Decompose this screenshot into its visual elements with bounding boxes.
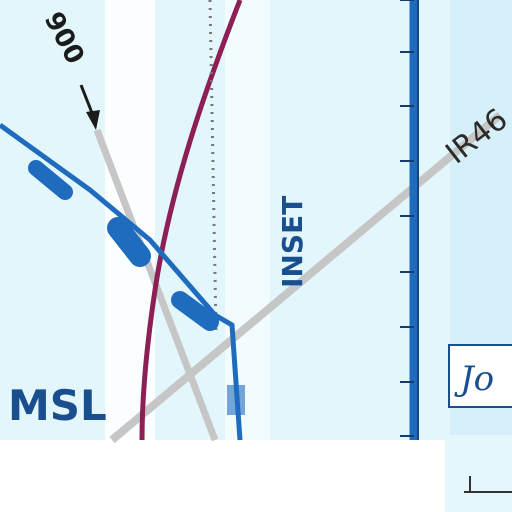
city-label: Jo [454, 359, 494, 399]
altitude-label: MSL [8, 381, 107, 430]
blank-bottom-area [0, 440, 512, 512]
route-arrow-head [86, 110, 100, 130]
airspace-boundary-blue [0, 122, 243, 441]
airspace-boundary-band-3 [171, 291, 219, 331]
airspace-boundary-band-1 [28, 160, 73, 200]
light-band-middle [225, 0, 270, 440]
inset-label: INSET [276, 196, 309, 288]
boundary-curve-maroon [139, 0, 243, 441]
route-line-diagonal [109, 111, 503, 444]
tick-marks [400, 0, 414, 437]
airspace-boundary-tick [227, 385, 245, 415]
bottom-right-tint [445, 435, 512, 512]
city-label-box [448, 344, 512, 408]
airspace-boundary-band-2 [107, 217, 151, 267]
